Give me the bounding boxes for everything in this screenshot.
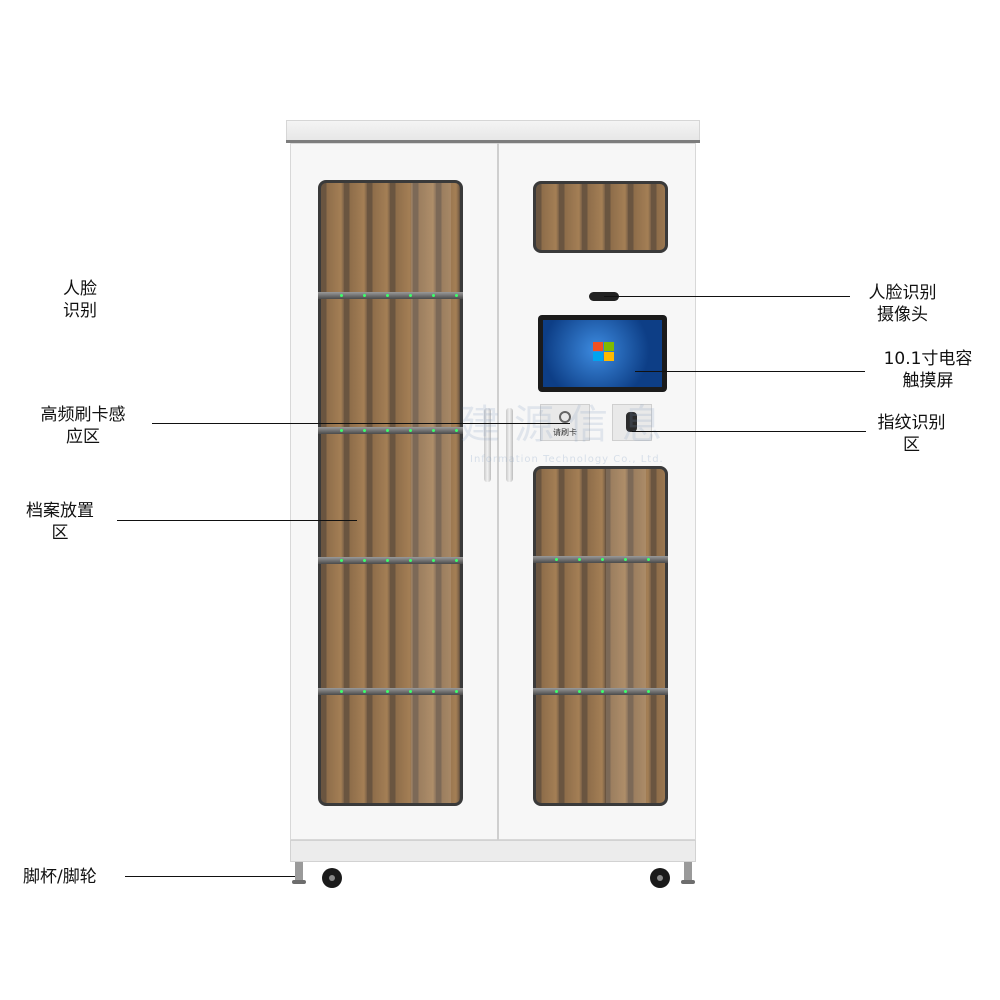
- rfid-panel-text: 请刷卡: [553, 428, 577, 437]
- leader-archive-area: [117, 520, 357, 521]
- shelf-led: [578, 558, 581, 561]
- shelf-led: [340, 690, 343, 693]
- glass-glare: [411, 183, 451, 803]
- leader-face-camera: [604, 296, 850, 297]
- left-shelf-4: [318, 688, 463, 695]
- shelf-led: [409, 690, 412, 693]
- left-shelf-3: [318, 557, 463, 564]
- left-shelf-2: [318, 427, 463, 434]
- door-split: [497, 143, 499, 840]
- cabinet-top-trim: [286, 140, 700, 143]
- left-caster: [322, 864, 342, 888]
- right-foot: [684, 862, 692, 882]
- shelf-led: [555, 558, 558, 561]
- shelf-led: [340, 429, 343, 432]
- shelf-led: [455, 429, 458, 432]
- fingerprint-icon: [626, 412, 637, 432]
- shelf-led: [409, 559, 412, 562]
- shelf-led: [363, 294, 366, 297]
- right-door-handle[interactable]: [506, 408, 513, 482]
- touch-screen[interactable]: [538, 315, 667, 392]
- watermark: 建源信息: [460, 402, 676, 448]
- right-caster: [650, 864, 670, 888]
- shelf-led: [647, 558, 650, 561]
- shelf-led: [601, 690, 604, 693]
- shelf-led: [409, 294, 412, 297]
- right-shelf-1: [533, 556, 668, 563]
- rfid-reader[interactable]: 请刷卡: [540, 404, 590, 441]
- left-door-window: [318, 180, 463, 806]
- label-casters: 脚杯/脚轮: [23, 867, 97, 887]
- shelf-led: [386, 559, 389, 562]
- leader-rfid-area: [152, 423, 570, 424]
- shelf-led: [386, 690, 389, 693]
- label-face-recognition: 人脸 识别: [63, 279, 97, 321]
- shelf-led: [432, 294, 435, 297]
- shelf-led: [555, 690, 558, 693]
- shelf-led: [432, 429, 435, 432]
- shelf-led: [455, 294, 458, 297]
- left-shelf-1: [318, 292, 463, 299]
- fingerprint-reader[interactable]: [612, 404, 652, 441]
- leader-fingerprint-area: [632, 431, 866, 432]
- shelf-led: [578, 690, 581, 693]
- label-archive-area: 档案放置 区: [26, 501, 94, 543]
- glass-glare: [606, 469, 646, 803]
- windows-logo-icon: [593, 342, 615, 362]
- left-foot-pad: [292, 880, 306, 884]
- right-shelf-2: [533, 688, 668, 695]
- label-face-camera: 人脸识别 摄像头: [868, 283, 937, 325]
- shelf-led: [363, 559, 366, 562]
- shelf-led: [386, 294, 389, 297]
- label-rfid-area: 高频刷卡感 应区: [40, 405, 126, 447]
- shelf-led: [455, 559, 458, 562]
- label-touch-screen: 10.1寸电容 触摸屏: [883, 349, 973, 391]
- shelf-led: [363, 429, 366, 432]
- shelf-led: [340, 294, 343, 297]
- shelf-led: [624, 558, 627, 561]
- shelf-led: [363, 690, 366, 693]
- left-foot: [295, 862, 303, 882]
- shelf-led: [601, 558, 604, 561]
- cabinet-top-cap: [286, 120, 700, 142]
- cabinet-base: [290, 840, 696, 862]
- shelf-led: [386, 429, 389, 432]
- label-fingerprint-area: 指纹识别 区: [877, 413, 946, 455]
- shelf-led: [409, 429, 412, 432]
- shelf-led: [624, 690, 627, 693]
- shelf-led: [340, 559, 343, 562]
- leader-casters: [125, 876, 295, 877]
- watermark-subtitle: Information Technology Co., Ltd.: [470, 454, 664, 465]
- left-door-handle[interactable]: [484, 408, 491, 482]
- shelf-led: [432, 559, 435, 562]
- leader-touch-screen: [635, 371, 865, 372]
- card-icon: [559, 411, 571, 423]
- right-top-window: [533, 181, 668, 253]
- screen-display: [543, 320, 662, 387]
- right-door-window: [533, 466, 668, 806]
- shelf-led: [432, 690, 435, 693]
- shelf-led: [647, 690, 650, 693]
- right-foot-pad: [681, 880, 695, 884]
- shelf-led: [455, 690, 458, 693]
